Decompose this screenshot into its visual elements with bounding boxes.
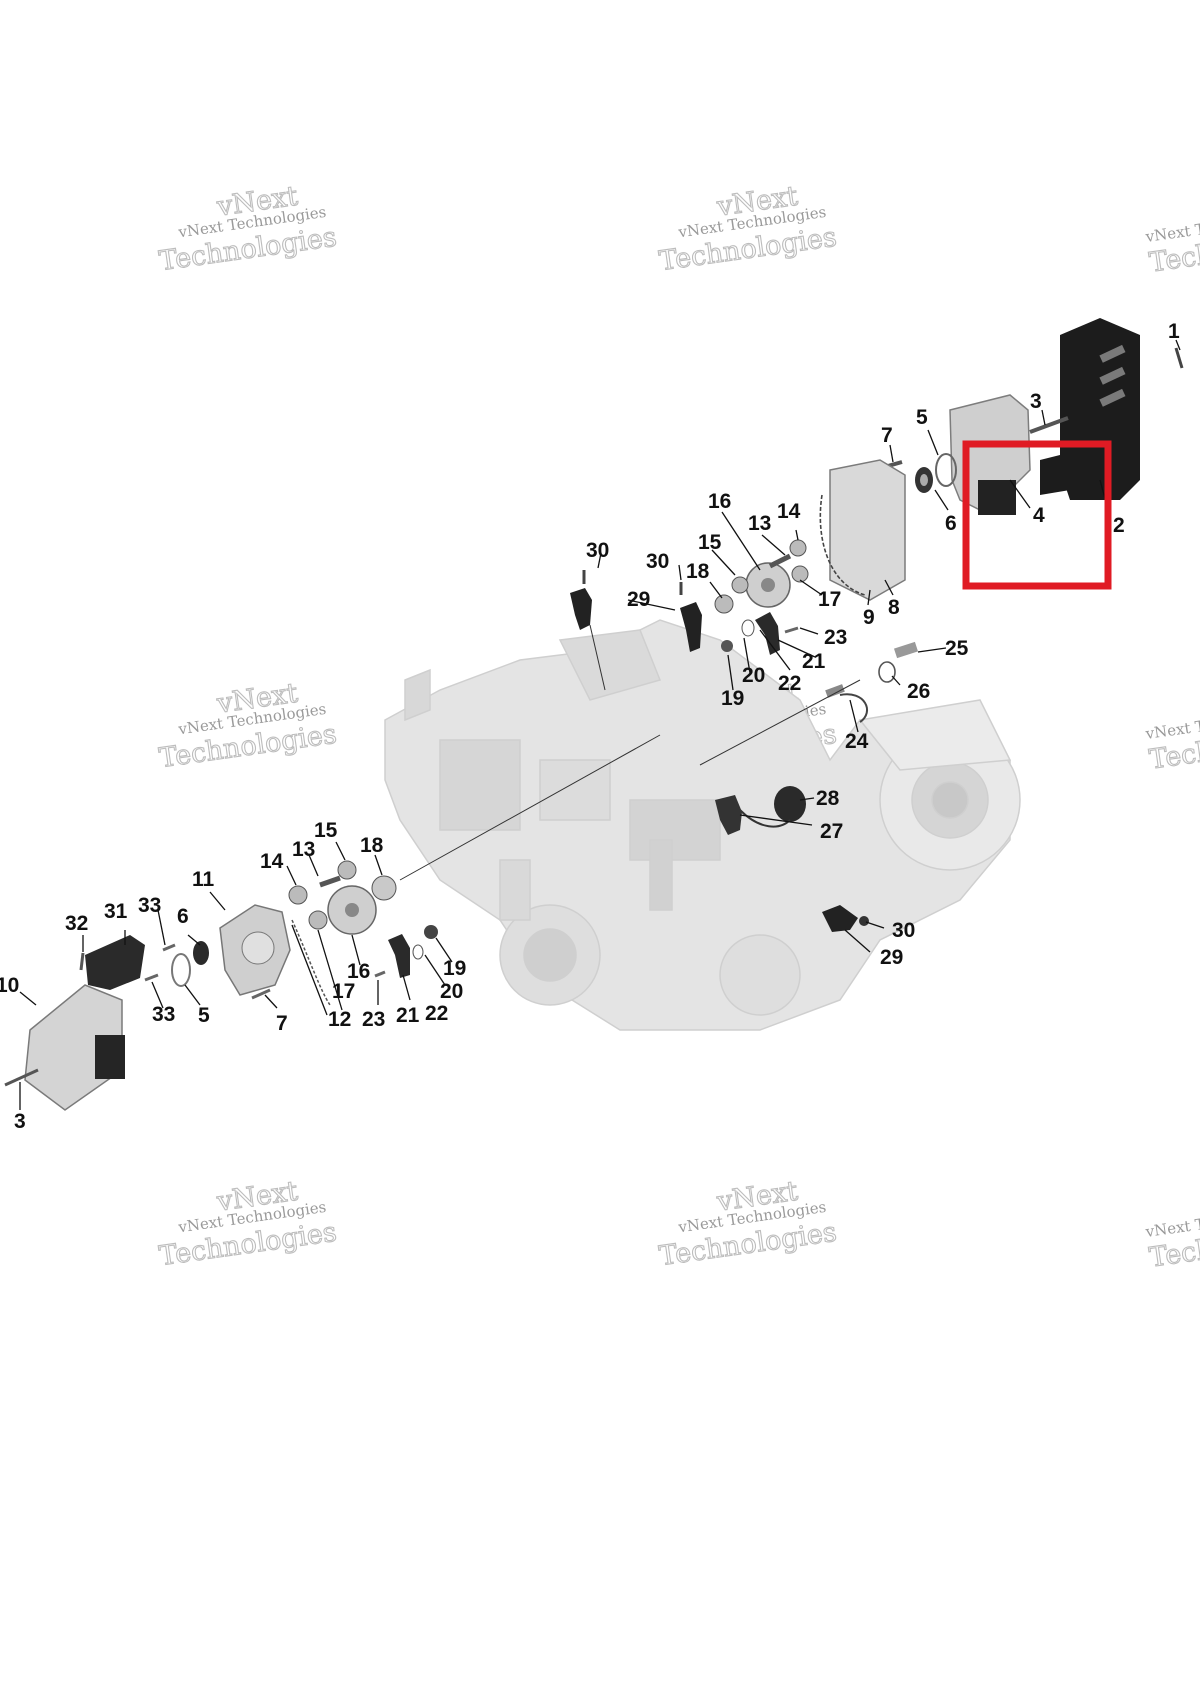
- engine-block: [384, 619, 1021, 1031]
- watermark: vNext Technologies Technologies: [1144, 704, 1200, 776]
- callout-3-lower: 3: [14, 1110, 26, 1133]
- callout-23-top: 23: [824, 626, 847, 649]
- callout-12: 12: [328, 1008, 351, 1031]
- callout-33-top: 33: [138, 894, 161, 917]
- callout-33-lower: 33: [152, 1003, 175, 1026]
- callout-19-top: 19: [721, 687, 744, 710]
- callout-1: 1: [1168, 320, 1180, 343]
- part-sensor-29: [570, 588, 592, 630]
- leader-lines: [19, 339, 1181, 1110]
- watermark-line: vNext Technologies: [1144, 704, 1200, 743]
- part-bracket-31: [85, 935, 145, 990]
- part-sensor-30: [680, 602, 702, 652]
- callout-27: 27: [820, 820, 843, 843]
- callout-15-lower: 15: [314, 819, 338, 842]
- callout-22-lower: 22: [425, 1002, 448, 1025]
- callout-24: 24: [845, 730, 869, 753]
- callout-17-lower: 17: [332, 980, 355, 1003]
- callout-15: 15: [698, 531, 722, 554]
- watermark-line: vNext Technologies: [1144, 1202, 1200, 1241]
- callout-6-lower: 6: [177, 905, 189, 928]
- part-sensor-21: [755, 612, 780, 655]
- callout-21-lower: 21: [396, 1004, 420, 1027]
- callout-7-lower: 7: [276, 1012, 288, 1035]
- callout-23-lower: 23: [362, 1008, 385, 1031]
- callout-20-lower: 20: [440, 980, 463, 1003]
- watermark-line: vNext Technologies: [1144, 207, 1200, 246]
- callout-30-lower: 30: [892, 919, 915, 942]
- part-sensor-21-lower: [388, 934, 410, 978]
- highlight-box: [962, 440, 1112, 590]
- callout-20-top: 20: [742, 664, 765, 687]
- callout-7: 7: [881, 424, 893, 447]
- callout-29-top: 29: [627, 588, 650, 611]
- callout-11: 11: [192, 868, 215, 891]
- callout-22-top: 22: [778, 672, 801, 695]
- callout-30-top: 30: [646, 550, 669, 573]
- callout-14: 14: [777, 500, 801, 523]
- callout-30-top-left: 30: [586, 539, 609, 562]
- callout-19-lower: 19: [443, 957, 466, 980]
- callout-29-lower: 29: [880, 946, 903, 969]
- watermark: vNext vNext Technologies Technologies: [157, 677, 339, 775]
- callout-21-top: 21: [802, 650, 826, 673]
- callout-9: 9: [863, 606, 875, 629]
- part-cover-9: [829, 459, 906, 601]
- callout-17: 17: [818, 588, 841, 611]
- callout-2: 2: [1113, 514, 1125, 537]
- callout-18: 18: [686, 560, 710, 583]
- callout-32: 32: [65, 912, 88, 935]
- watermark: vNext Technologies Technologies: [1144, 207, 1200, 279]
- parts: [4, 318, 1184, 1111]
- callouts: 1 2 3 4 5 6 7 8 9 16 14 13 15 17 18 30 3…: [0, 320, 1180, 1133]
- callout-14-lower: 14: [260, 850, 284, 873]
- callout-26: 26: [907, 680, 930, 703]
- part-bracket-2: [1040, 450, 1100, 495]
- watermark: vNext vNext Technologies Technologies: [157, 1175, 339, 1273]
- callout-16: 16: [708, 490, 731, 513]
- watermark: vNext Technologies Technologies: [1144, 1202, 1200, 1274]
- callout-31: 31: [104, 900, 128, 923]
- callout-25: 25: [945, 637, 969, 660]
- callout-18-lower: 18: [360, 834, 384, 857]
- callout-8: 8: [888, 596, 900, 619]
- callout-5: 5: [916, 406, 928, 429]
- callout-6: 6: [945, 512, 957, 535]
- callout-5-lower: 5: [198, 1004, 210, 1027]
- callout-13: 13: [748, 512, 771, 535]
- callout-13-lower: 13: [292, 838, 315, 861]
- callout-16-lower: 16: [347, 960, 370, 983]
- callout-3: 3: [1030, 390, 1042, 413]
- callout-10: 10: [0, 974, 19, 997]
- callout-4: 4: [1033, 504, 1045, 527]
- part-sensor-29-lower: [822, 905, 858, 932]
- part-sensor-27: [715, 795, 742, 835]
- watermark: vNext vNext Technologies Technologies: [657, 1175, 839, 1273]
- callout-28: 28: [816, 787, 840, 810]
- watermark: vNext vNext Technologies Technologies: [157, 180, 339, 278]
- watermark: vNext vNext Technologies Technologies: [657, 180, 839, 278]
